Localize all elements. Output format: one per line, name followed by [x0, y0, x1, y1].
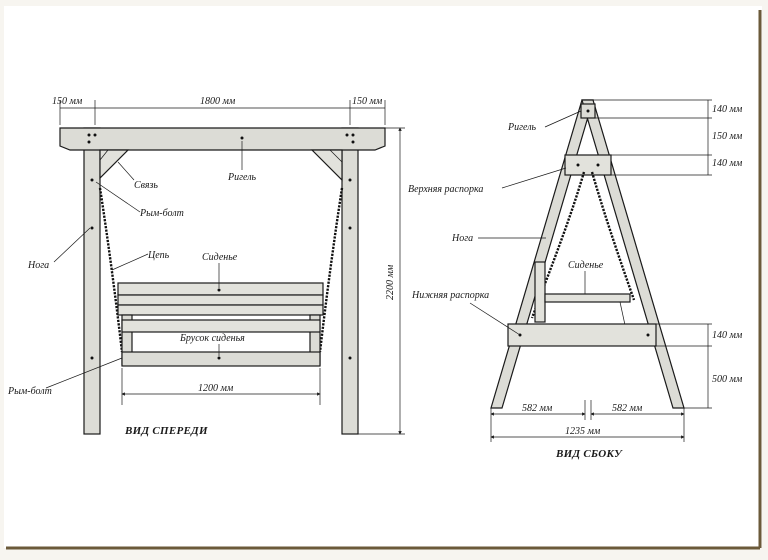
front-seat-bar-top [121, 319, 321, 333]
front-seat-back-low [117, 304, 324, 316]
front-dim-left: 150 мм [52, 96, 83, 107]
front-label-leg: Нога [27, 260, 49, 271]
front-dim-center: 1800 мм [200, 96, 236, 107]
front-chain-left [98, 187, 124, 353]
side-label-seat: Сиденье [568, 260, 604, 271]
front-label-brace: Связь [134, 180, 158, 191]
front-dim-height: 2200 мм [385, 264, 396, 300]
front-leg-right [341, 127, 359, 435]
front-seat-beam [121, 351, 321, 367]
side-label-lower-brace: Нижняя распорка [411, 290, 489, 301]
side-caption: ВИД СБОКУ [555, 448, 623, 460]
side-dim-140-top: 140 мм [712, 104, 743, 115]
side-dim-140-mid: 140 мм [712, 158, 743, 169]
front-seat-back-mid [117, 294, 324, 306]
side-dim-140-low: 140 мм [712, 330, 743, 341]
front-label-eyebolt-bottom: Рым-болт [7, 386, 52, 397]
front-label-seat: Сиденье [202, 252, 238, 263]
side-dim-582-right: 582 мм [612, 403, 643, 414]
front-brace-right [310, 149, 343, 182]
side-seat-back [534, 261, 546, 323]
side-dim-582-left: 582 мм [522, 403, 553, 414]
side-dim-1235: 1235 мм [565, 426, 601, 437]
side-chain-right [590, 171, 636, 301]
front-label-crossbar: Ригель [227, 172, 257, 183]
front-crossbar [59, 127, 386, 151]
side-label-upper-brace: Верхняя распорка [408, 184, 483, 195]
side-label-crossbar: Ригель [507, 122, 537, 133]
side-lower-brace [507, 323, 657, 347]
front-label-chain: Цепь [147, 250, 170, 261]
side-view: 140 мм 150 мм 140 мм 140 мм 500 мм 582 м… [408, 99, 743, 460]
front-seat-back-top [117, 282, 324, 296]
front-dim-seat: 1200 мм [198, 383, 234, 394]
paper [4, 6, 762, 548]
front-label-seat-beam: Брусок сиденья [179, 333, 245, 344]
front-label-eyebolt-top: Рым-болт [139, 208, 184, 219]
front-chain-right [318, 187, 344, 353]
front-leg-left [83, 127, 101, 435]
front-view: 150 мм 1800 мм 150 мм [7, 96, 405, 437]
side-upper-brace [564, 154, 612, 176]
side-dim-150: 150 мм [712, 131, 743, 142]
front-brace-left [99, 149, 130, 180]
front-dim-right: 150 мм [352, 96, 383, 107]
side-seat-board [544, 293, 631, 303]
side-dim-500: 500 мм [712, 374, 743, 385]
side-label-leg: Нога [451, 233, 473, 244]
front-caption: ВИД СПЕРЕДИ [124, 425, 208, 437]
